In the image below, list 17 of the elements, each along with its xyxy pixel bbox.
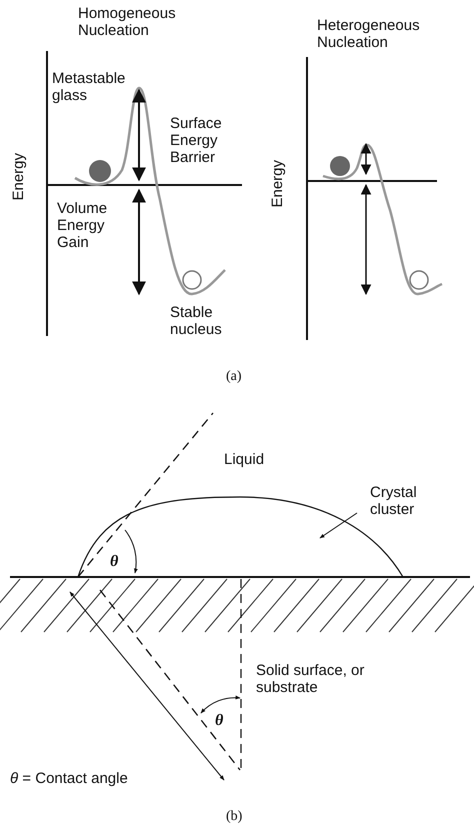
leader-line [320,512,358,538]
region-label: Liquid [224,451,264,468]
figure-label: (a) [226,368,242,385]
quantity-label: Surface Energy Barrier [170,115,223,166]
part-label: Crystal cluster [370,484,465,518]
figure-label: (b) [226,808,242,825]
axis-title: Energy [10,153,27,201]
panel-title: Homogeneous Nucleation [78,5,177,39]
angle-symbol: θ [110,553,118,570]
state-label: Stable nucleus [170,304,223,338]
angle-symbol: θ [215,712,224,729]
state-label: Metastable glass [52,70,126,104]
quantity-label: Volume Energy Gain [57,200,108,251]
panel-title: Heterogeneous Nucleation [317,17,421,51]
region-label: Solid surface, or substrate [256,662,366,696]
definition-text: θ = Contact angle [10,770,128,787]
axis-title: Energy [269,160,286,208]
